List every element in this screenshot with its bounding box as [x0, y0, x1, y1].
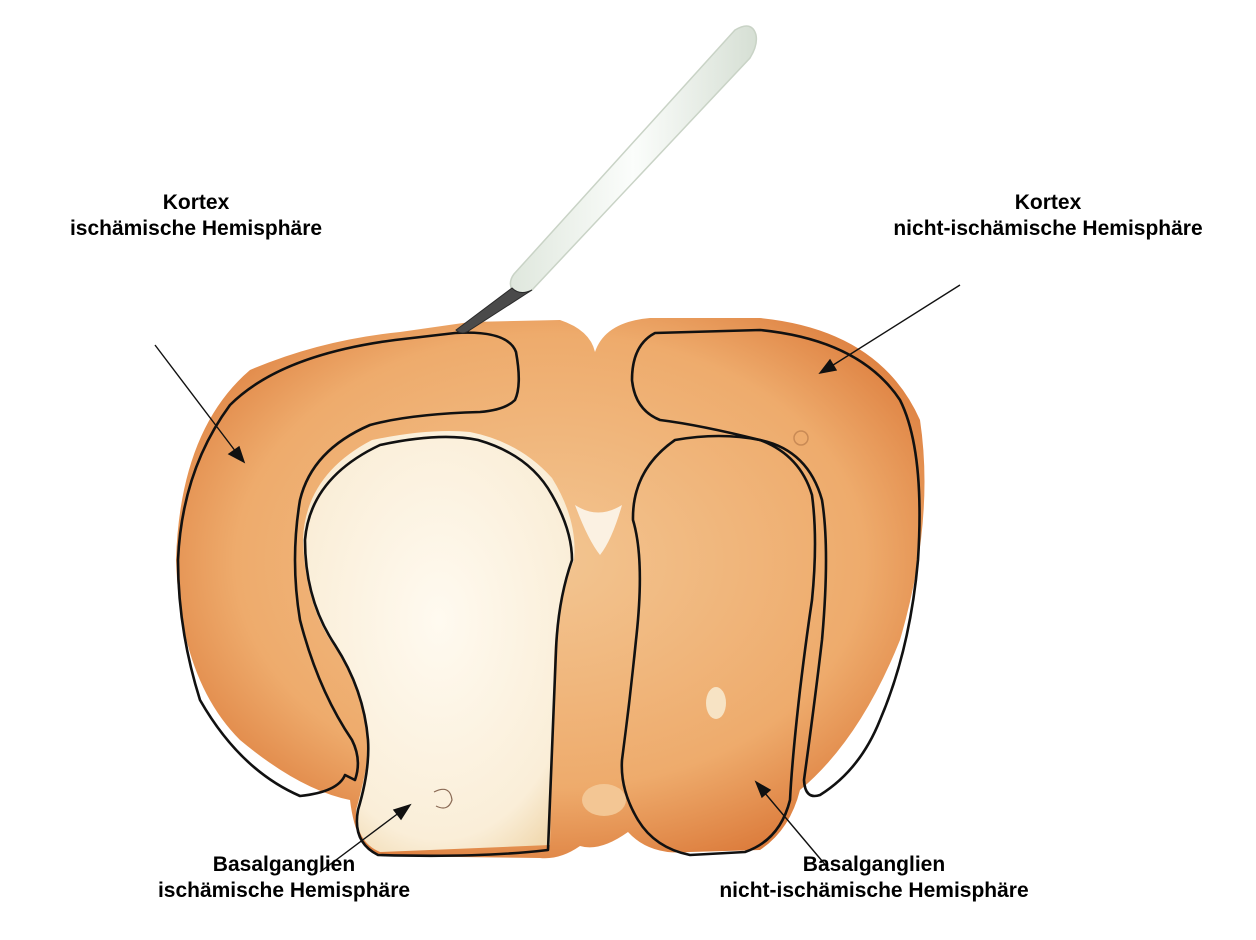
arrow-cortex-nonischemic [820, 285, 960, 373]
small-nucleus [582, 784, 626, 816]
scalpel-handle [510, 26, 756, 294]
label-basalganglia-nonischemic: Basalganglien nicht-ischämische Hemisphä… [676, 852, 1072, 904]
label-line: nicht-ischämische Hemisphäre [676, 878, 1072, 904]
label-line: Basalganglien [676, 852, 1072, 878]
label-cortex-nonischemic: Kortex nicht-ischämische Hemisphäre [840, 190, 1256, 242]
label-cortex-ischemic: Kortex ischämische Hemisphäre [10, 190, 382, 242]
vessel-mark [706, 687, 726, 719]
label-line: ischämische Hemisphäre [10, 216, 382, 242]
label-line: Kortex [840, 190, 1256, 216]
label-line: ischämische Hemisphäre [100, 878, 468, 904]
label-basalganglia-ischemic: Basalganglien ischämische Hemisphäre [100, 852, 468, 904]
scalpel-icon [456, 26, 756, 333]
label-line: Kortex [10, 190, 382, 216]
label-line: Basalganglien [100, 852, 468, 878]
label-line: nicht-ischämische Hemisphäre [840, 216, 1256, 242]
